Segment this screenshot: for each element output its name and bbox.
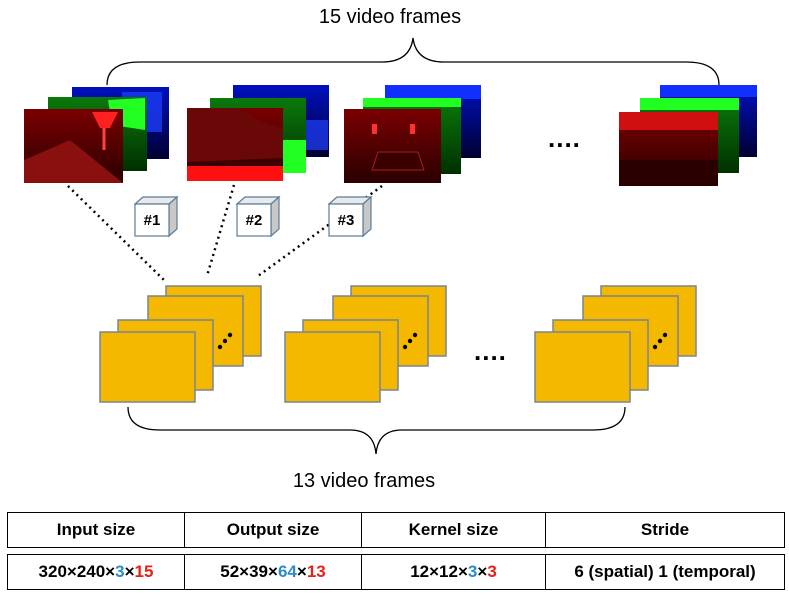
input-frame-stack-4 (619, 85, 757, 186)
output-maps-ellipsis: .... (474, 336, 507, 366)
connection-line-2 (205, 184, 236, 277)
kernel-cube-3: #3 (327, 195, 373, 238)
feature-map (99, 331, 196, 403)
output-map-stack-3 (534, 285, 697, 403)
cube-icon (327, 195, 373, 238)
red-channel-frame (344, 109, 441, 183)
input-frames-caption: 15 video frames (318, 6, 462, 28)
kernel-label: #1 (143, 212, 161, 229)
input-frame-stack-3 (344, 85, 481, 183)
top-brace (106, 37, 720, 86)
header-output-size: Output size (184, 512, 362, 548)
input-frames-ellipsis: .... (548, 123, 581, 153)
input-frame-stack-2 (187, 85, 329, 181)
value-output-size: 52×39×64×13 (184, 554, 362, 590)
input-frames: 15 (134, 562, 154, 581)
input-frame-stack-1 (24, 87, 169, 183)
kernel-label: #2 (245, 212, 263, 229)
table-header-row: Input size Output size Kernel size Strid… (7, 512, 785, 548)
cube-icon (235, 195, 281, 238)
table-gap-row (7, 547, 785, 555)
output-frames: 13 (306, 562, 326, 581)
header-kernel-size: Kernel size (361, 512, 546, 548)
kernel-label: #3 (337, 212, 355, 229)
header-stride: Stride (545, 512, 785, 548)
input-channels: 3 (115, 562, 125, 581)
stack-depth-dots (217, 332, 668, 350)
value-kernel-size: 12×12×3×3 (361, 554, 546, 590)
bottom-brace (127, 406, 626, 455)
output-channels: 64 (277, 562, 297, 581)
output-frames-caption: 13 video frames (292, 470, 436, 492)
kernel-channels: 3 (467, 562, 478, 581)
kernel-frames: 3 (487, 562, 497, 581)
value-input-size: 320×240×3×15 (7, 554, 185, 590)
value-stride: 6 (spatial) 1 (temporal) (545, 554, 785, 590)
feature-map (534, 331, 631, 403)
output-map-stack-1 (99, 285, 262, 403)
header-input-size: Input size (7, 512, 185, 548)
kernel-cube-1: #1 (133, 195, 179, 238)
connection-line-1 (67, 185, 167, 283)
table-value-row: 320×240×3×15 52×39×64×13 12×12×3×3 6 (sp… (7, 554, 785, 590)
kernel-cube-2: #2 (235, 195, 281, 238)
output-map-stack-2 (284, 285, 447, 403)
feature-map (284, 331, 381, 403)
parameters-table: Input size Output size Kernel size Strid… (7, 512, 785, 590)
cube-icon (133, 195, 179, 238)
